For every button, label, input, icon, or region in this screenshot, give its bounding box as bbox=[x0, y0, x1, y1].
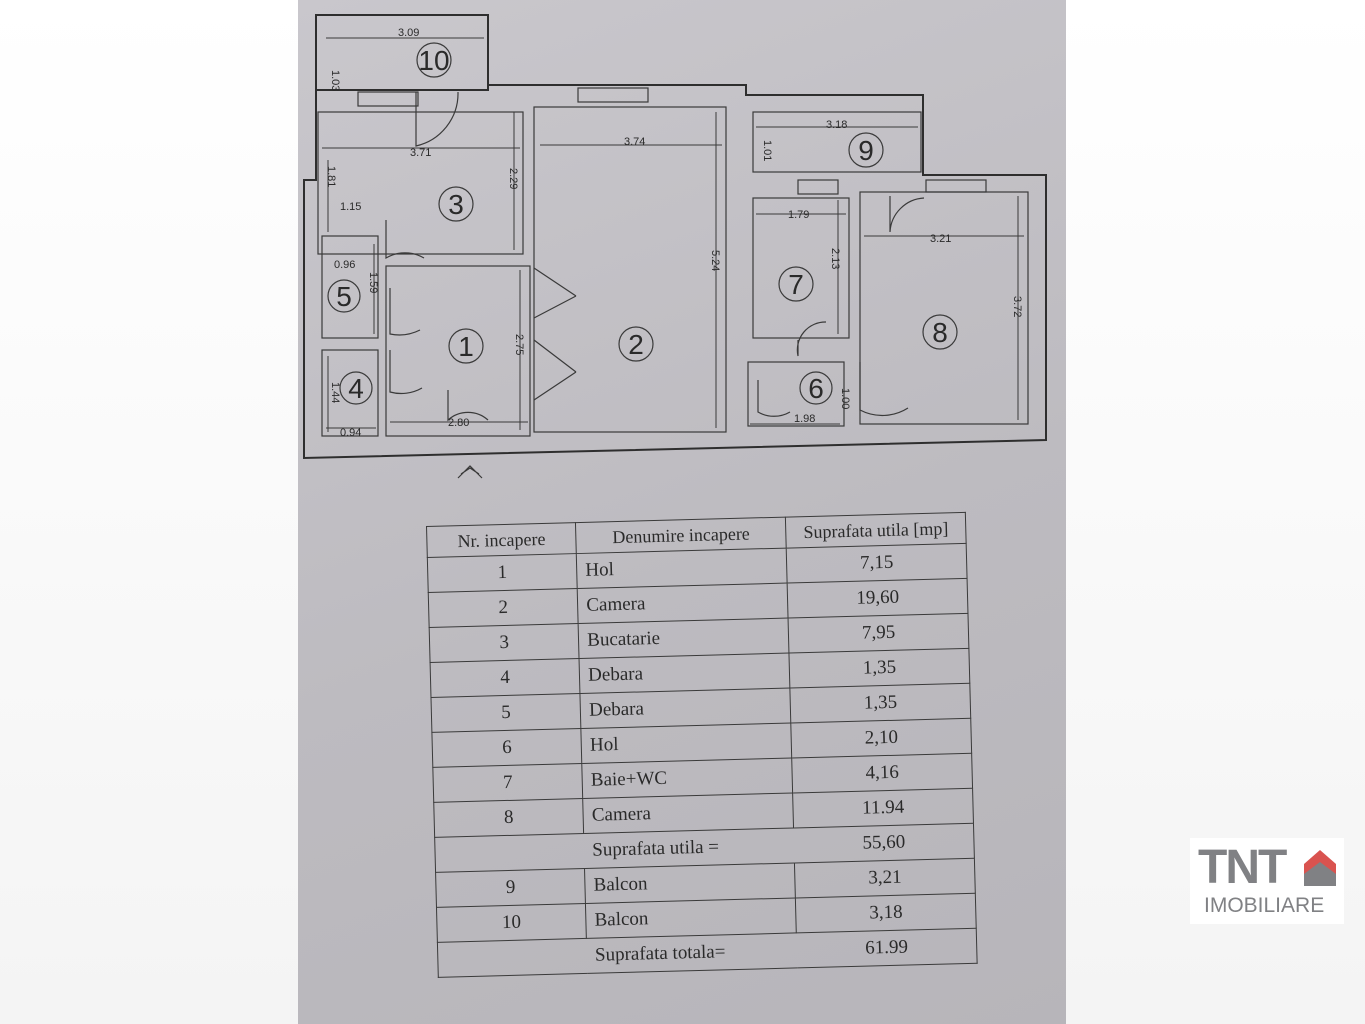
dim-label: 2.13 bbox=[829, 248, 841, 269]
room-marker-6: 6 bbox=[799, 371, 833, 405]
cell-name: Hol bbox=[576, 548, 788, 589]
cell-nr: 2 bbox=[428, 588, 579, 628]
cell-nr: 3 bbox=[429, 623, 580, 663]
cell-name: Bucatarie bbox=[578, 618, 790, 659]
cell-name: Baie+WC bbox=[581, 757, 793, 799]
cell-name: Debara bbox=[579, 653, 791, 694]
dim-label: 1.03 bbox=[329, 70, 341, 91]
area-table: Nr. incapere Denumire incapere Suprafata… bbox=[426, 512, 978, 978]
cell-nr: 7 bbox=[432, 763, 583, 803]
cell-area: 3,21 bbox=[794, 858, 976, 898]
dim-label: 1.01 bbox=[761, 140, 773, 161]
dim-label: 2.75 bbox=[513, 334, 525, 355]
cell-name: Balcon bbox=[585, 897, 797, 939]
cell-nr: 9 bbox=[435, 868, 586, 908]
svg-text:4: 4 bbox=[348, 373, 364, 404]
svg-text:3: 3 bbox=[448, 189, 464, 220]
room-marker-8: 8 bbox=[922, 314, 958, 350]
subtotal-value: 55,60 bbox=[793, 823, 975, 863]
cell-area: 2,10 bbox=[791, 718, 972, 758]
room-marker-9: 9 bbox=[848, 132, 884, 168]
room-marker-2: 2 bbox=[618, 326, 654, 362]
cell-nr: 4 bbox=[430, 658, 581, 698]
cell-nr: 5 bbox=[430, 693, 582, 733]
svg-text:6: 6 bbox=[808, 373, 824, 404]
floor-plan-photo: 10 3 9 7 8 1 2 5 4 6 3.09 1.03 3.71 1.81… bbox=[298, 0, 1066, 1024]
room-marker-4: 4 bbox=[339, 371, 373, 405]
cell-area: 1,35 bbox=[790, 683, 971, 724]
total-label: Suprafata totala= bbox=[586, 932, 798, 974]
dim-label: 1.00 bbox=[839, 388, 851, 409]
svg-text:9: 9 bbox=[858, 135, 874, 166]
dim-label: 1.79 bbox=[788, 209, 809, 221]
svg-text:2: 2 bbox=[628, 329, 644, 360]
header-area: Suprafata utila [mp] bbox=[785, 512, 967, 549]
cell-area: 3,18 bbox=[795, 893, 977, 933]
svg-text:8: 8 bbox=[932, 317, 948, 348]
subtotal-label: Suprafata utila = bbox=[583, 827, 795, 869]
dim-label: 3.21 bbox=[930, 233, 951, 245]
logo-tagline: IMOBILIARE bbox=[1204, 894, 1325, 917]
room-marker-1: 1 bbox=[448, 328, 484, 364]
dim-label: 3.74 bbox=[624, 136, 645, 148]
dim-label: 2.80 bbox=[448, 417, 469, 429]
dim-label: 2.29 bbox=[507, 168, 519, 189]
svg-text:5: 5 bbox=[336, 281, 352, 312]
cell-area: 7,95 bbox=[788, 613, 969, 654]
dim-label: 3.18 bbox=[826, 119, 847, 131]
house-roof-icon bbox=[1304, 850, 1336, 886]
cell-name: Hol bbox=[581, 723, 793, 764]
cell-nr: 1 bbox=[427, 553, 578, 593]
dim-label: 1.59 bbox=[367, 272, 379, 293]
dim-label: 1.98 bbox=[794, 413, 815, 425]
svg-text:1: 1 bbox=[458, 331, 474, 362]
logo-brand: TNT bbox=[1198, 841, 1287, 894]
room-marker-3: 3 bbox=[438, 186, 474, 222]
dim-label: 1.44 bbox=[329, 382, 341, 403]
cell-nr: 6 bbox=[431, 728, 582, 768]
cell-area: 1,35 bbox=[789, 648, 970, 689]
cell-name: Balcon bbox=[584, 862, 796, 904]
cell-name: Camera bbox=[577, 583, 789, 624]
room-marker-5: 5 bbox=[327, 279, 361, 313]
room-marker-10: 10 bbox=[416, 42, 452, 78]
dim-label: 3.09 bbox=[398, 27, 419, 39]
dim-label: 3.72 bbox=[1011, 296, 1023, 317]
total-value: 61.99 bbox=[796, 928, 978, 968]
cell-nr: 10 bbox=[436, 903, 587, 943]
room-marker-7: 7 bbox=[778, 266, 814, 302]
dim-label: 5.24 bbox=[709, 250, 721, 271]
dim-label: 1.15 bbox=[340, 201, 361, 213]
dim-label: 1.81 bbox=[325, 166, 337, 187]
dim-label: 0.94 bbox=[340, 427, 361, 439]
cell-name: Debara bbox=[580, 688, 792, 729]
cell-area: 19,60 bbox=[787, 578, 968, 619]
cell-nr: 8 bbox=[433, 798, 584, 838]
cell-name: Camera bbox=[582, 792, 794, 834]
tnt-imobiliare-logo: TNT IMOBILIARE bbox=[1190, 838, 1344, 924]
header-nr: Nr. incapere bbox=[426, 522, 577, 558]
svg-text:10: 10 bbox=[418, 45, 449, 76]
floor-plan-drawing: 10 3 9 7 8 1 2 5 4 6 3.09 1.03 3.71 1.81… bbox=[303, 14, 1047, 479]
dim-label: 3.71 bbox=[410, 147, 431, 159]
dim-label: 0.96 bbox=[334, 259, 355, 271]
cell-area: 4,16 bbox=[792, 753, 973, 793]
svg-text:7: 7 bbox=[788, 269, 804, 300]
cell-area: 11.94 bbox=[792, 788, 974, 828]
cell-area: 7,15 bbox=[786, 543, 968, 584]
